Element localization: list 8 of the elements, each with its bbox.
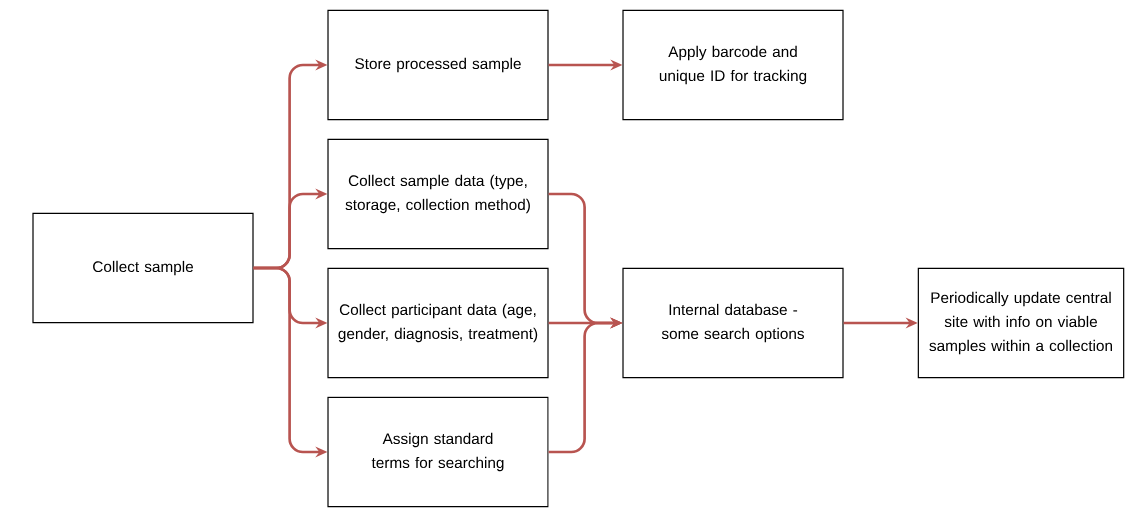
process-box: Internal database - some search options <box>622 267 844 379</box>
process-box: Assign standard terms for searching <box>327 396 549 508</box>
process-box: Store processed sample <box>327 9 549 121</box>
process-box: Collect sample <box>32 212 254 324</box>
process-box: Periodically update central site with info on viable samples within a collection <box>917 267 1125 379</box>
process-box: Collect participant data (age, gender, diagnosis, treatment) <box>327 267 549 379</box>
process-box: Apply barcode and unique ID for tracking <box>622 9 844 121</box>
process-box: Collect sample data (type, storage, collection method) <box>327 138 549 250</box>
